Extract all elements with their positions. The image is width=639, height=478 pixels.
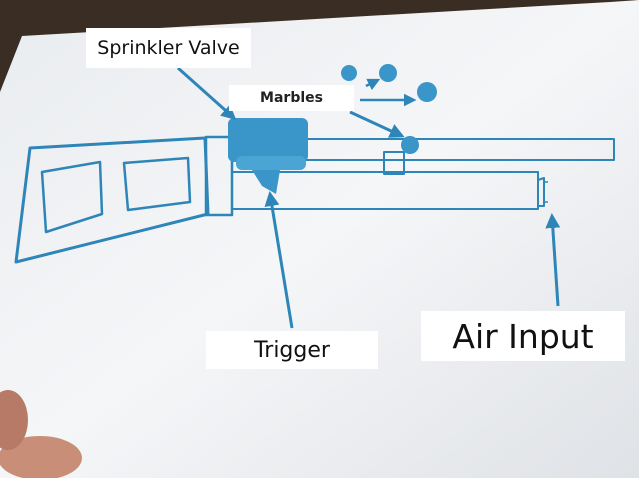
finger-shape bbox=[0, 390, 82, 478]
air-chamber bbox=[231, 171, 539, 210]
label-marbles: Marbles bbox=[229, 85, 354, 111]
label-air-input: Air Input bbox=[421, 311, 625, 361]
sprinkler-valve-shape bbox=[228, 118, 308, 194]
label-trigger: Trigger bbox=[206, 331, 378, 369]
arrow-marbles-barrel bbox=[349, 110, 405, 138]
marble-2 bbox=[379, 64, 397, 82]
arrow-air-input bbox=[545, 213, 561, 307]
air-input-fitting bbox=[537, 177, 545, 207]
stock-window-left bbox=[40, 160, 104, 234]
arrow-trigger bbox=[264, 191, 294, 329]
marble-1 bbox=[341, 65, 357, 81]
air-input-nub bbox=[544, 181, 548, 203]
marble-3 bbox=[417, 82, 437, 102]
marbles-group bbox=[341, 64, 437, 154]
stock-window-right bbox=[122, 156, 192, 212]
label-sprinkler-valve: Sprinkler Valve bbox=[86, 28, 251, 68]
arrow-marble-a bbox=[365, 78, 381, 91]
barrel-block bbox=[383, 151, 405, 175]
marble-4 bbox=[401, 136, 419, 154]
trigger-shape bbox=[252, 170, 280, 194]
arrow-valve bbox=[177, 66, 237, 120]
